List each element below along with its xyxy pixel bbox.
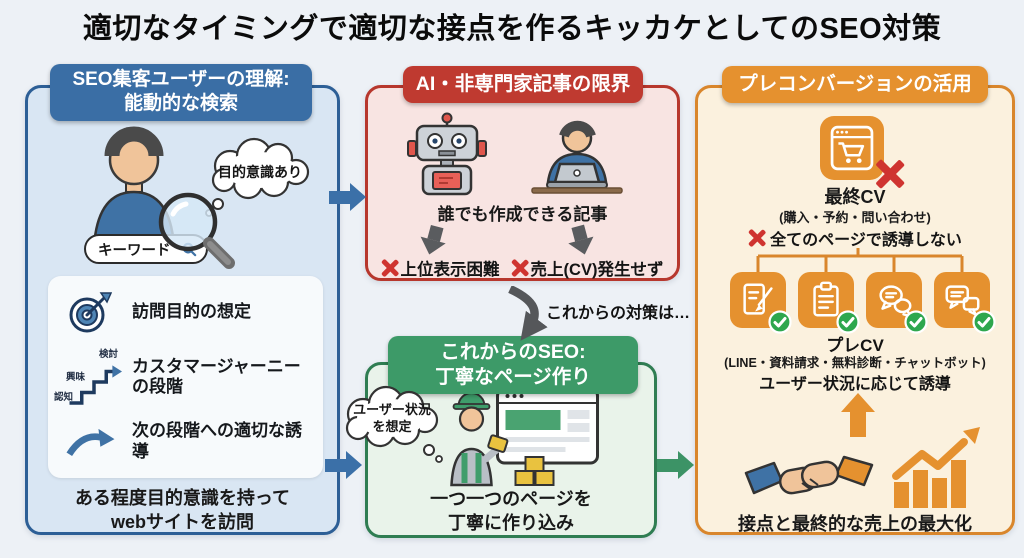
thought-bubble-cloud-icon xyxy=(205,137,310,217)
page-builder-icon xyxy=(450,387,599,487)
thought-bubble-cloud-icon xyxy=(345,385,443,463)
x-mark-icon xyxy=(748,230,765,247)
thought-bubble: 目的意識あり xyxy=(204,136,316,220)
panel-preconversion: 最終CV (購入・予約・問い合わせ) 全てのページで誘導しない xyxy=(695,85,1015,535)
guide-arrow-icon xyxy=(66,428,115,456)
caption-line: 一つ一つのページを xyxy=(430,489,592,509)
precv-footer: 接点と最終的な売上の最大化 xyxy=(738,514,972,534)
final-cv-note: 全てのページで誘導しない xyxy=(698,226,1012,250)
list-item: 認知 興味 検討 カスタマージャーニーの段階 xyxy=(54,348,317,406)
fail-item: 上位表示困難 xyxy=(382,256,500,280)
seo-panel-header: これからのSEO: 丁寧なページ作り xyxy=(388,336,638,394)
cart-browser-icon xyxy=(830,125,874,171)
down-arrow-icon xyxy=(416,223,450,258)
journey-stairs-icon xyxy=(69,365,122,406)
searching-person-icon xyxy=(92,126,176,248)
list-item: 訪問目的の想定 xyxy=(58,291,317,333)
chatbot-icon xyxy=(945,285,980,316)
footer-line: ある程度目的意識を持って xyxy=(74,488,291,508)
x-mark-icon xyxy=(382,260,399,277)
pre-cv-title: プレCV xyxy=(826,336,884,355)
search-keyword-label: キーワード xyxy=(98,242,171,259)
tree-connector xyxy=(756,248,964,272)
ai-caption: 誰でも作成できる記事 xyxy=(437,205,608,224)
down-arrow-icon xyxy=(565,223,598,258)
header-line: SEO集客ユーザーの理解: xyxy=(72,69,290,90)
precv-tile-form xyxy=(730,272,792,334)
page-title: 適切なタイミングで適切な接点を作るキッカケとしてのSEO対策 xyxy=(82,13,942,45)
header-line: 能動的な検索 xyxy=(123,93,238,115)
panel-seo-users: 目的意識あり キーワード xyxy=(25,85,340,535)
check-icon xyxy=(836,310,860,334)
left-panel-footer: ある程度目的意識を持って webサイトを訪問 xyxy=(28,486,337,535)
check-icon xyxy=(972,310,996,334)
cart-tile xyxy=(820,116,884,180)
pre-cv-note: ユーザー状況に応じて誘導 xyxy=(759,376,951,393)
chat-bubbles-icon xyxy=(879,285,912,318)
insights-card: 訪問目的の想定 認知 興味 検討 カスタマージャーニーの段階 xyxy=(48,276,323,478)
stair-label: 認知 xyxy=(54,392,74,404)
thought-bubble-label: ユーザー状況 を想定 xyxy=(339,402,445,436)
bubble-line: ユーザー状況 xyxy=(353,402,431,417)
list-item-label: 次の段階への適切な誘導 xyxy=(132,421,302,461)
fail-results: 上位表示困難 売上(CV)発生せず xyxy=(368,256,677,280)
final-cv-title: 最終CV xyxy=(824,187,886,207)
list-item-label: カスタマージャーニーの段階 xyxy=(132,356,301,397)
caption-line: 丁寧に作り込み xyxy=(448,513,574,534)
precv-tile-diagnosis xyxy=(866,272,928,334)
robot-icon xyxy=(407,112,487,196)
seo-caption: 一つ一つのページを 丁寧に作り込み xyxy=(368,487,654,536)
growth-chart-icon xyxy=(892,427,980,508)
final-cv-sub: (購入・予約・問い合わせ) xyxy=(779,210,931,225)
thought-bubble-label: 目的意識あり xyxy=(218,164,302,180)
list-item: 次の段階への適切な誘導 xyxy=(58,421,317,462)
fail-label: 売上(CV)発生せず xyxy=(530,261,664,279)
right-arrow-icon xyxy=(657,451,694,479)
header-line: これからのSEO: xyxy=(440,341,586,363)
right-arrow-icon xyxy=(329,183,366,211)
stair-label: 検討 xyxy=(98,349,118,361)
x-mark-icon xyxy=(512,260,529,277)
pre-cv-sub: (LINE・資料請求・無料診断・チャットボット) xyxy=(724,356,986,370)
check-icon xyxy=(768,310,792,334)
ai-panel-header: AI・非専門家記事の限界 xyxy=(403,66,643,103)
form-pen-icon xyxy=(743,283,773,315)
left-panel-header: SEO集客ユーザーの理解: 能動的な検索 xyxy=(50,64,312,121)
clipboard-icon xyxy=(813,281,839,317)
thought-bubble: ユーザー状況 を想定 xyxy=(339,384,445,470)
stair-label: 興味 xyxy=(66,372,86,384)
fail-label: 上位表示困難 xyxy=(400,261,500,279)
transition-label: これからの対策は… xyxy=(546,305,691,322)
bubble-line: を想定 xyxy=(372,418,412,434)
magnifier-icon xyxy=(158,192,235,269)
right-arrow-icon xyxy=(325,451,362,479)
precv-panel-header: プレコンバージョンの活用 xyxy=(722,66,988,103)
note-label: 全てのページで誘導しない xyxy=(770,232,962,249)
up-arrow-icon xyxy=(841,393,875,437)
target-icon xyxy=(69,292,112,333)
check-icon xyxy=(904,310,928,334)
list-item-label: 訪問目的の想定 xyxy=(132,302,251,322)
panel-ai-limit: 誰でも作成できる記事 上位表示困難 売上(CV)発生せず xyxy=(365,85,680,281)
curved-down-arrow-icon xyxy=(508,286,548,341)
typing-person-icon xyxy=(531,120,623,194)
precv-tile-chatbot xyxy=(934,272,996,334)
footer-line: webサイトを訪問 xyxy=(110,512,254,533)
precv-tile-request xyxy=(798,272,860,334)
header-line: 丁寧なページ作り xyxy=(435,365,591,388)
fail-item: 売上(CV)発生せず xyxy=(512,256,664,280)
handshake-icon xyxy=(744,455,874,495)
x-mark-icon xyxy=(876,160,904,188)
